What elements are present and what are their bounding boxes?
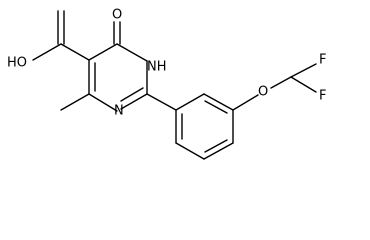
atom-label-layer: O HO NH N O F F [7, 8, 326, 119]
bond-c6-c5 [88, 43, 118, 61]
atom-label-ring-n: N [114, 104, 124, 119]
bond-layer [32, 10, 317, 160]
bond-ph4-ph5-inner [204, 139, 228, 153]
bond-c2-n3-inner [120, 87, 144, 102]
atom-label-fluorine-bottom: F [319, 89, 326, 104]
atom-label-ether-oxygen: O [258, 85, 268, 100]
atom-label-carbonyl-oxygen: O [112, 8, 122, 23]
bond-chf2-f-top [290, 63, 317, 78]
bond-methyl [60, 93, 90, 111]
atom-label-hydroxyl: HO [7, 56, 27, 71]
bond-c2-phenyl [146, 93, 177, 111]
bond-ph2-ph3-inner [204, 100, 228, 114]
bond-ph1-ph2 [175, 93, 205, 111]
bond-c2-n3 [120, 93, 148, 110]
bond-oxygen-chf2 [270, 76, 292, 89]
bond-c5-cooh [60, 43, 90, 61]
chemical-structure: O HO NH N O F F [7, 8, 326, 160]
bond-ph3-oxygen [232, 94, 259, 111]
bond-n3-c4 [88, 93, 118, 112]
atom-label-ring-nh: NH [147, 60, 167, 75]
bond-ph4-ph5 [203, 142, 234, 160]
atom-label-fluorine-top: F [319, 53, 326, 68]
bond-ph5-ph6 [175, 142, 205, 160]
bond-c6-n1 [116, 43, 148, 62]
bond-chf2-f-bottom [290, 76, 317, 93]
bond-ph2-ph3 [203, 93, 234, 111]
bond-acid-oh [32, 43, 62, 61]
